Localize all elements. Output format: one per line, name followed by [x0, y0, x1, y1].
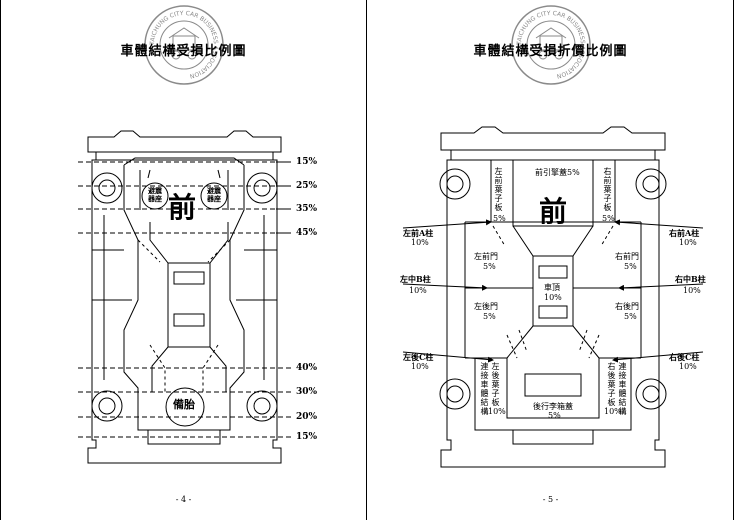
right-front-fender-label: 右前葉子板: [603, 167, 612, 212]
left-a-pillar-pct: 10%: [411, 238, 429, 247]
right-rear-door-pct: 5%: [624, 312, 637, 321]
left-front-fender-label: 左前葉子板: [494, 167, 503, 212]
right-c-pillar-pct: 10%: [679, 362, 697, 371]
front-label: 前: [168, 191, 197, 224]
roof-label: 車頂: [544, 283, 560, 292]
page-number: - 4 -: [175, 495, 192, 504]
left-shock-tower-label: 避震器座: [148, 186, 162, 203]
right-shock-tower-label: 避震器座: [207, 186, 221, 203]
right-rear-fender-pct: 10%: [604, 407, 622, 416]
percent-label-20: 20%: [296, 412, 318, 422]
trunk-lid-pct: 5%: [548, 411, 561, 420]
page-number: - 5 -: [542, 495, 559, 504]
left-b-pillar-label: 左中B柱: [400, 274, 431, 284]
hood-label: 前引擎蓋5%: [535, 168, 580, 177]
trunk-lid-label: 後行李箱蓋: [533, 402, 573, 411]
car-body-diagram: [402, 126, 704, 468]
percent-label-40: 40%: [296, 363, 318, 373]
left-front-door-pct: 5%: [483, 262, 496, 271]
right-a-pillar-label: 右前A柱: [669, 228, 700, 238]
page-right: TAICHUNG CITY CAR BUSINESS ASSOCIATION 車…: [367, 0, 734, 520]
percent-label-25: 25%: [296, 181, 318, 191]
percent-label-35: 35%: [296, 204, 318, 214]
left-rear-fender-label: 左後葉子板: [491, 362, 500, 407]
right-front-door-label: 右前門: [615, 252, 639, 261]
page-title: 車體結構受損折價比例圖: [473, 44, 628, 59]
left-rear-door-pct: 5%: [483, 312, 496, 321]
left-edge: [0, 0, 1, 520]
left-rear-door-label: 左後門: [474, 302, 498, 311]
front-label: 前: [539, 195, 568, 228]
car-body-diagram: [78, 130, 291, 464]
left-front-door-label: 左前門: [474, 252, 498, 261]
association-seal-left: TAICHUNG CITY CAR BUSINESS ASSOCIATION: [144, 5, 224, 85]
right-front-fender-pct: 5%: [602, 214, 615, 223]
left-front-fender-pct: 5%: [493, 214, 506, 223]
right-body-joint-label: 連接車體結構: [618, 362, 627, 416]
page-divider: [366, 0, 367, 520]
left-rear-fender-pct: 10%: [488, 407, 506, 416]
right-rear-door-label: 右後門: [615, 302, 639, 311]
association-seal-right: TAICHUNG CITY CAR BUSINESS ASSOCIATION: [511, 5, 591, 85]
percent-label-30: 30%: [296, 387, 318, 397]
right-a-pillar-pct: 10%: [679, 238, 697, 247]
spare-tire-label: 備胎: [173, 398, 195, 411]
right-b-pillar-pct: 10%: [683, 286, 701, 295]
left-b-pillar-pct: 10%: [409, 286, 427, 295]
percent-label-15-rear: 15%: [296, 432, 318, 442]
right-c-pillar-label: 右後C柱: [669, 352, 700, 362]
page-left: TAICHUNG CITY CAR BUSINESS ASSOCIATION 車…: [78, 5, 318, 504]
left-c-pillar-pct: 10%: [411, 362, 429, 371]
right-front-door-pct: 5%: [624, 262, 637, 271]
left-body-joint-label: 連接車體結構: [480, 362, 489, 416]
right-rear-fender-label: 右後葉子板: [607, 362, 616, 407]
roof-pct: 10%: [544, 293, 562, 302]
left-a-pillar-label: 左前A柱: [403, 228, 434, 238]
percent-label-15-front: 15%: [296, 157, 318, 167]
percent-label-45: 45%: [296, 228, 318, 238]
right-b-pillar-label: 右中B柱: [675, 274, 706, 284]
page-title: 車體結構受損比例圖: [120, 44, 247, 59]
left-c-pillar-label: 左後C柱: [403, 352, 434, 362]
